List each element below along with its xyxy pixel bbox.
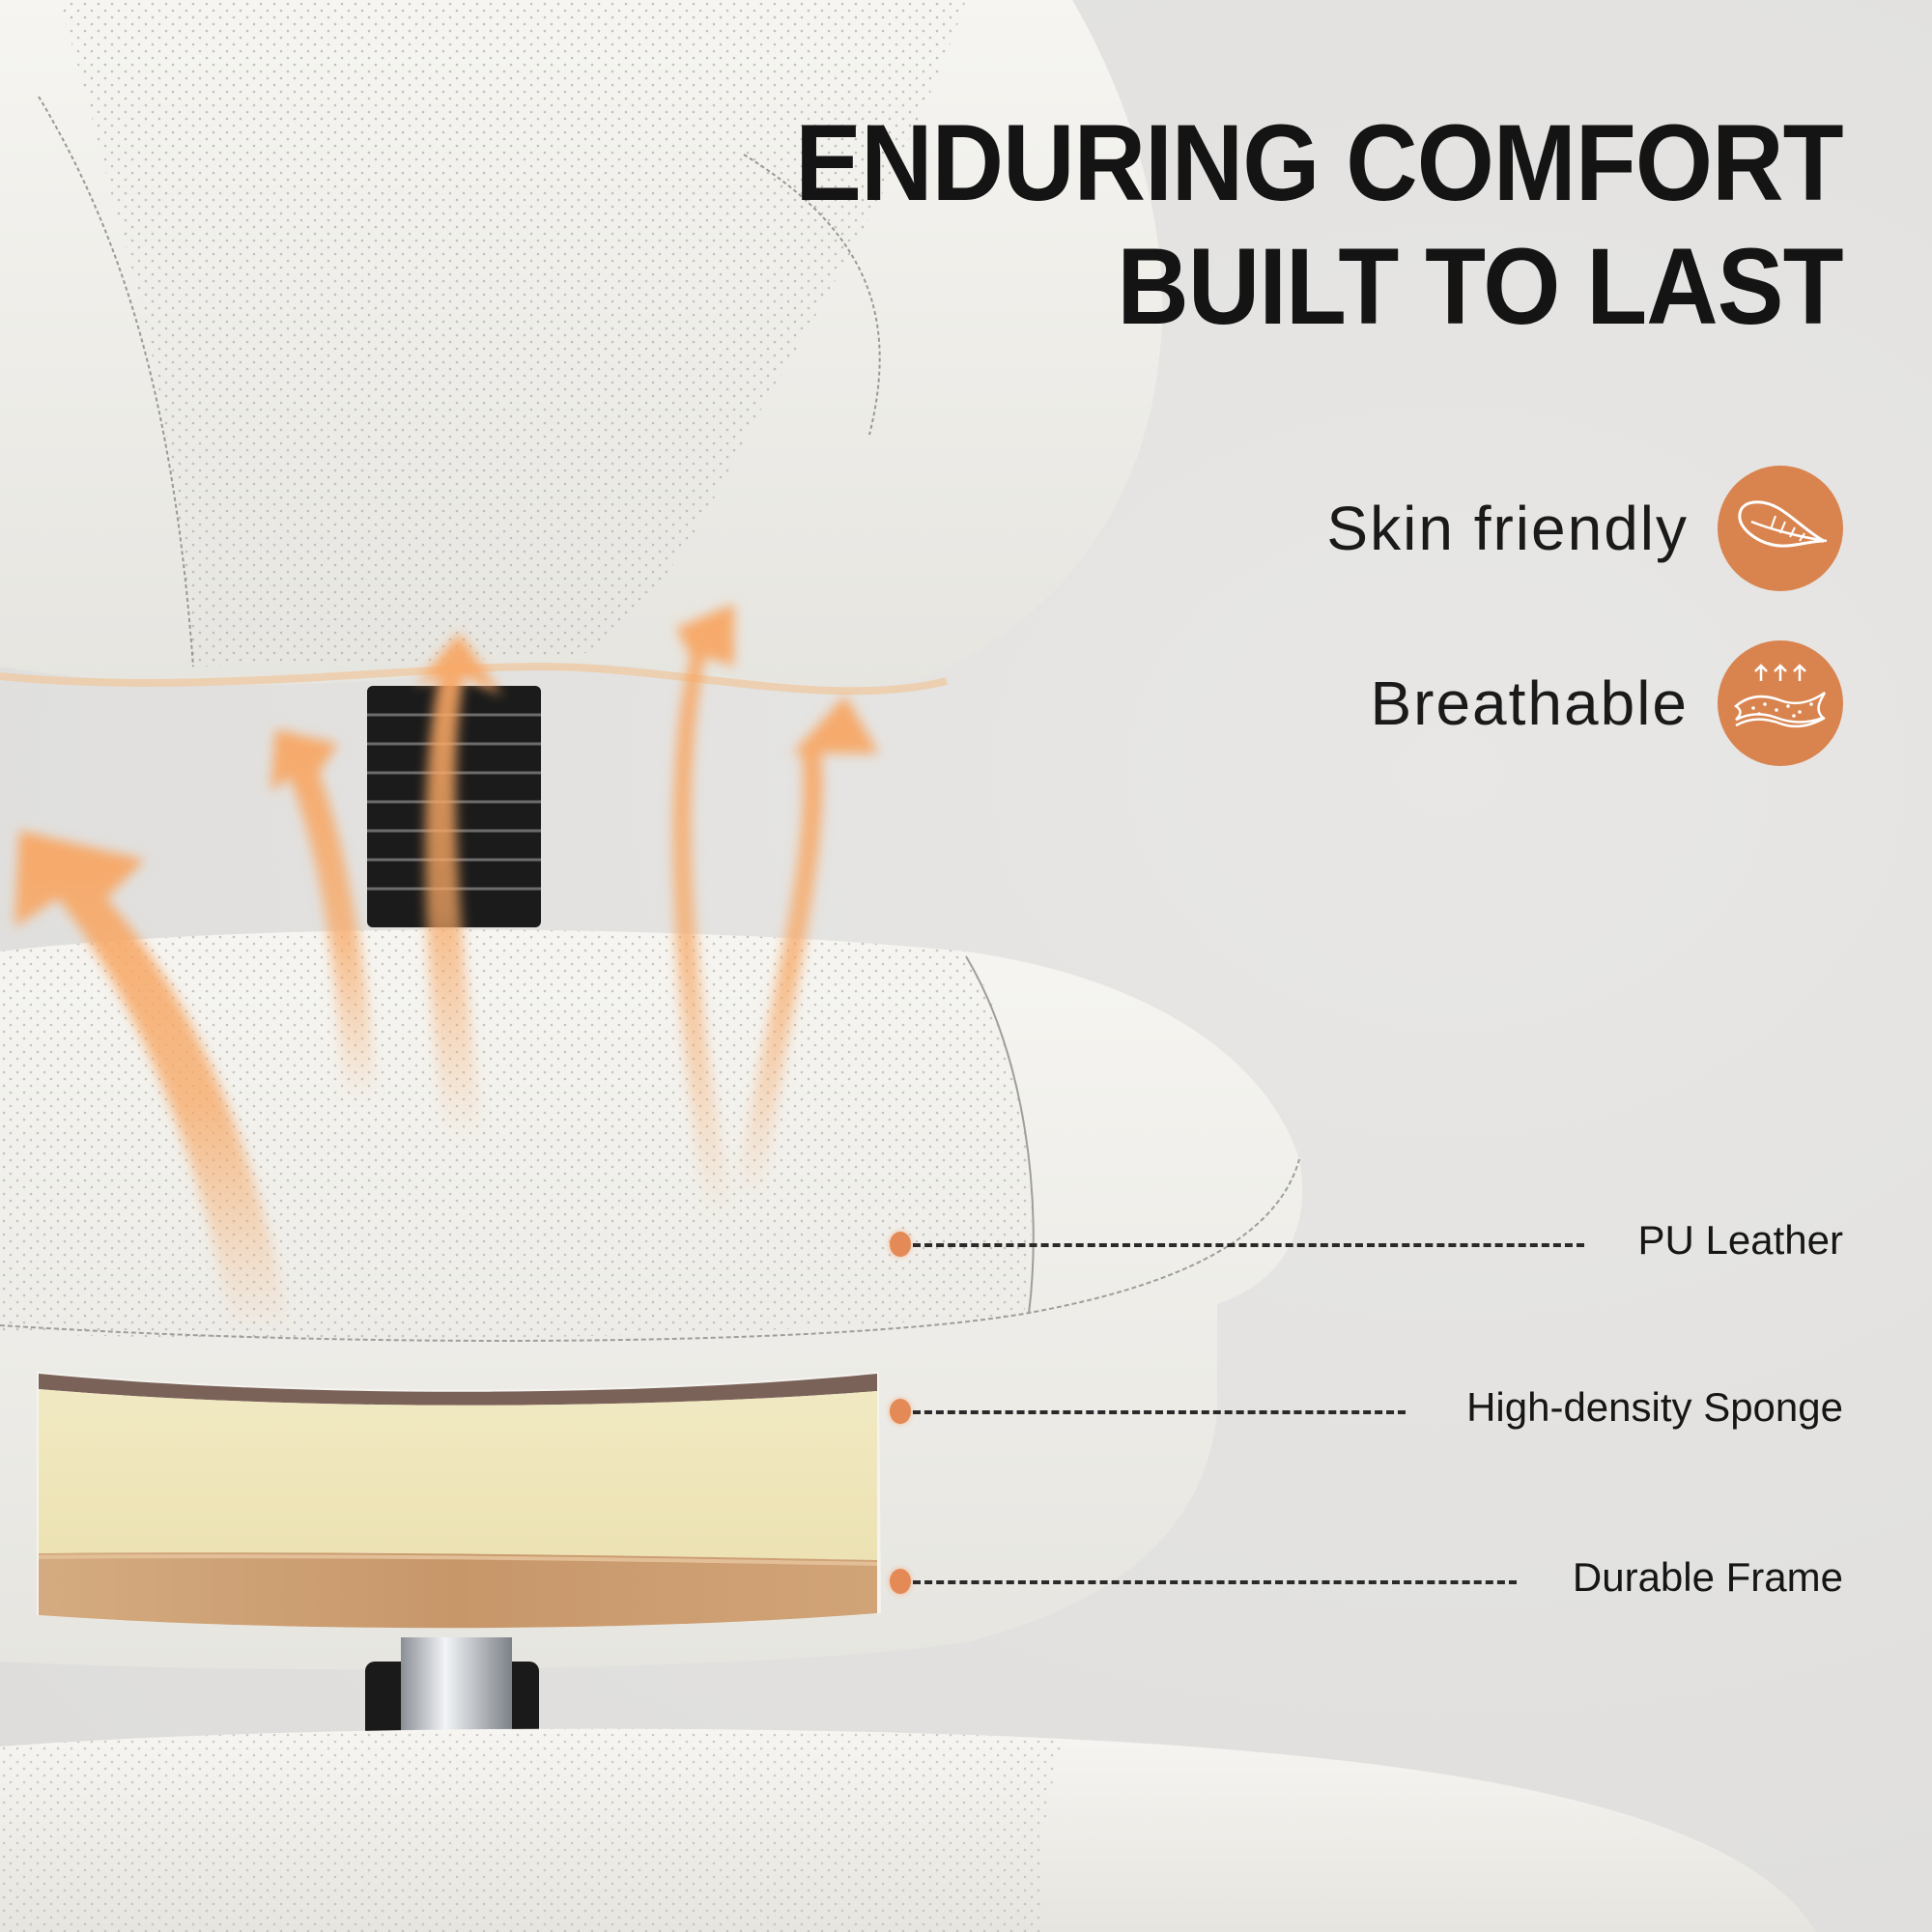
callout-sponge: High-density Sponge: [1466, 1384, 1843, 1431]
callout-dot-pu-leather: [890, 1232, 911, 1257]
callout-pu-leather: PU Leather: [1638, 1217, 1843, 1264]
chair-base: [0, 1728, 1816, 1932]
callout-label: PU Leather: [1637, 1217, 1843, 1263]
feature-breathable: Breathable: [1370, 640, 1843, 766]
gas-lift: [365, 1637, 539, 1744]
breathable-layers-icon: [1718, 640, 1843, 766]
callout-label: Durable Frame: [1572, 1554, 1843, 1600]
feather-icon: [1718, 466, 1843, 591]
headline-line-2: BUILT TO LAST: [1117, 226, 1844, 347]
headline: ENDURING COMFORT BUILT TO LAST: [795, 101, 1844, 349]
seat-cutaway: [37, 1372, 881, 1629]
backrest: [0, 0, 1163, 696]
callout-dot-frame: [890, 1569, 911, 1594]
leader-line-sponge: [913, 1410, 1406, 1414]
feature-label: Skin friendly: [1326, 494, 1689, 563]
callout-label: High-density Sponge: [1466, 1384, 1843, 1430]
airflow-arrows: [14, 604, 879, 1333]
feature-skin-friendly: Skin friendly: [1326, 466, 1843, 591]
callout-dot-sponge: [890, 1399, 911, 1424]
feature-label: Breathable: [1370, 668, 1689, 738]
leader-line-pu-leather: [913, 1243, 1584, 1247]
callout-frame: Durable Frame: [1573, 1554, 1843, 1601]
leader-line-frame: [913, 1580, 1517, 1584]
headline-line-1: ENDURING COMFORT: [795, 102, 1844, 223]
